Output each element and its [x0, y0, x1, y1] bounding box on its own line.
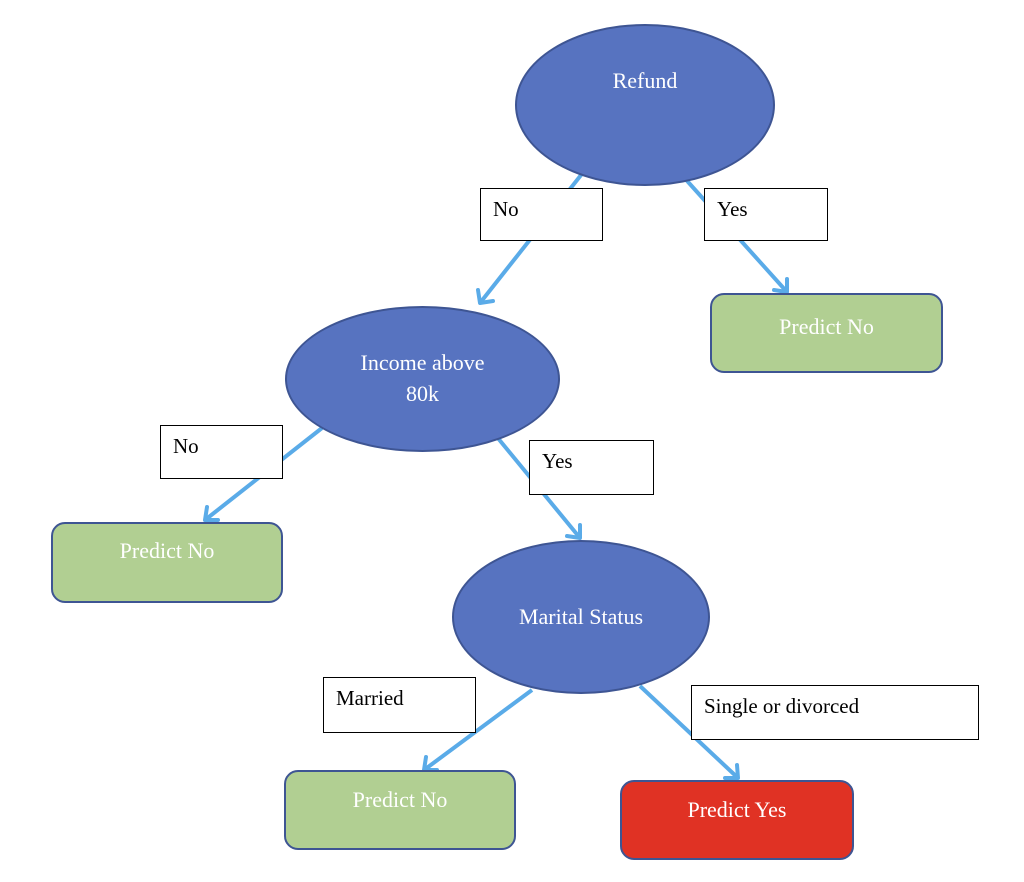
leaf-node-income-no-label: Predict No: [119, 538, 215, 564]
leaf-node-married: Predict No: [284, 770, 516, 850]
leaf-node-married-label: Predict No: [352, 786, 448, 812]
leaf-node-single-label: Predict Yes: [687, 796, 787, 822]
edge-label-single: Single or divorced: [691, 685, 979, 740]
decision-node-income: Income above 80k: [285, 306, 560, 452]
edge-label-refund-yes-text: Yes: [717, 197, 748, 221]
decision-node-refund-label: Refund: [612, 67, 678, 93]
edge-label-refund-no: No: [480, 188, 603, 241]
leaf-node-single: Predict Yes: [620, 780, 854, 860]
edge-label-income-yes-text: Yes: [542, 449, 573, 473]
leaf-node-refund-yes-label: Predict No: [779, 313, 874, 339]
decision-node-marital-status-label: Marital Status: [518, 603, 644, 629]
edge-single: [638, 684, 740, 780]
edge-label-refund-yes: Yes: [704, 188, 828, 241]
decision-node-income-label: Income above 80k: [360, 350, 485, 406]
leaf-node-income-no: Predict No: [51, 522, 283, 603]
decision-node-refund: Refund: [515, 24, 775, 186]
arrowhead-income-yes: [565, 523, 582, 540]
edge-label-married-text: Married: [336, 686, 404, 710]
edge-label-income-yes: Yes: [529, 440, 654, 495]
edge-label-income-no: No: [160, 425, 283, 479]
arrowhead-income-no: [203, 505, 220, 522]
decision-node-marital-status: Marital Status: [452, 540, 710, 694]
edge-label-single-text: Single or divorced: [704, 694, 860, 718]
edge-married: [422, 688, 534, 772]
arrowhead-refund-no: [476, 288, 495, 305]
edge-label-income-no-text: No: [173, 434, 199, 458]
leaf-node-refund-yes: Predict No: [710, 293, 943, 373]
edge-label-married: Married: [323, 677, 476, 733]
arrowhead-single: [723, 763, 740, 780]
arrowhead-refund-yes: [772, 277, 789, 294]
edge-label-refund-no-text: No: [493, 197, 519, 221]
